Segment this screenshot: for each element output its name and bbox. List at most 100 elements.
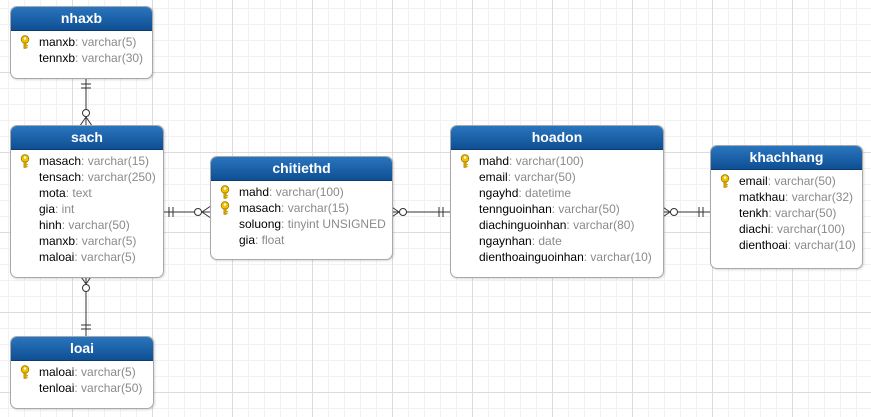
column-name: diachinguoinhan <box>479 218 567 232</box>
entity-title[interactable]: nhaxb <box>11 7 152 31</box>
column-type: : date <box>531 234 562 248</box>
column-row[interactable]: soluong: tinyint UNSIGNED <box>211 216 392 232</box>
column-name: tenloai <box>39 381 75 395</box>
column-row[interactable]: mahd: varchar(100) <box>211 184 392 200</box>
column-type: : varchar(100) <box>770 222 846 236</box>
primary-key-icon <box>218 201 232 215</box>
primary-key-icon <box>18 365 32 379</box>
column-row[interactable]: diachinguoinhan: varchar(80) <box>451 217 663 233</box>
entity-title[interactable]: hoadon <box>451 126 663 150</box>
column-row[interactable]: tennguoinhan: varchar(50) <box>451 201 663 217</box>
primary-key-icon <box>18 154 32 168</box>
column-type: : varchar(80) <box>566 218 635 232</box>
column-list: masach: varchar(15)tensach: varchar(250)… <box>11 150 163 269</box>
column-type: : text <box>65 186 92 200</box>
column-type: : varchar(5) <box>75 35 137 49</box>
column-row[interactable]: tenloai: varchar(50) <box>11 380 153 396</box>
column-row[interactable]: tenkh: varchar(50) <box>711 205 862 221</box>
column-type: : varchar(100) <box>269 185 344 199</box>
column-name: maloai <box>39 365 75 379</box>
column-list: maloai: varchar(5)tenloai: varchar(50) <box>11 361 153 400</box>
column-row[interactable]: ngayhd: datetime <box>451 185 663 201</box>
column-type: : varchar(50) <box>61 218 130 232</box>
entity-title[interactable]: sach <box>11 126 163 150</box>
primary-key-icon <box>218 185 232 199</box>
column-type: : varchar(15) <box>81 154 150 168</box>
column-name: masach <box>39 154 82 168</box>
column-name: ngayhd <box>479 186 519 200</box>
column-name: tenkh <box>739 206 769 220</box>
column-row[interactable]: manxb: varchar(5) <box>11 34 152 50</box>
entity-title[interactable]: chitiethd <box>211 157 392 181</box>
column-list: mahd: varchar(100)masach: varchar(15)sol… <box>211 181 392 252</box>
column-row[interactable]: maloai: varchar(5) <box>11 249 163 265</box>
column-type: : int <box>55 202 75 216</box>
column-type: : tinyint UNSIGNED <box>281 217 386 231</box>
column-row[interactable]: hinh: varchar(50) <box>11 217 163 233</box>
column-name: hinh <box>39 218 62 232</box>
entity-title[interactable]: khachhang <box>711 146 862 170</box>
relationship-line <box>80 77 92 126</box>
column-type: : varchar(10) <box>583 250 652 264</box>
column-type: : varchar(32) <box>785 190 854 204</box>
column-type: : float <box>255 233 285 247</box>
column-list: mahd: varchar(100)email: varchar(50)ngay… <box>451 150 663 269</box>
column-name: manxb <box>39 234 76 248</box>
column-row[interactable]: tennxb: varchar(30) <box>11 50 152 66</box>
column-name: email <box>479 170 508 184</box>
column-row[interactable]: ngaynhan: date <box>451 233 663 249</box>
relationship-line <box>80 275 92 336</box>
column-row[interactable]: email: varchar(50) <box>711 173 862 189</box>
column-name: gia <box>239 233 256 247</box>
column-name: dienthoainguoinhan <box>479 250 584 264</box>
column-row[interactable]: maloai: varchar(5) <box>11 364 153 380</box>
column-type: : varchar(250) <box>81 170 156 184</box>
column-type: : varchar(5) <box>75 234 137 248</box>
column-row[interactable]: gia: int <box>11 201 163 217</box>
column-type: : varchar(5) <box>74 365 136 379</box>
column-row[interactable]: tensach: varchar(250) <box>11 169 163 185</box>
column-row[interactable]: masach: varchar(15) <box>211 200 392 216</box>
column-name: matkhau <box>739 190 786 204</box>
column-name: tennguoinhan <box>479 202 552 216</box>
column-type: : varchar(30) <box>75 51 144 65</box>
relationship-line <box>390 206 450 218</box>
column-row[interactable]: dienthoai: varchar(10) <box>711 237 862 253</box>
relationship-line <box>661 206 710 218</box>
column-row[interactable]: gia: float <box>211 232 392 248</box>
column-type: : varchar(5) <box>74 250 136 264</box>
primary-key-icon <box>458 154 472 168</box>
column-name: tensach <box>39 170 82 184</box>
column-name: soluong <box>239 217 282 231</box>
column-type: : varchar(50) <box>767 174 836 188</box>
column-row[interactable]: dienthoainguoinhan: varchar(10) <box>451 249 663 265</box>
column-row[interactable]: manxb: varchar(5) <box>11 233 163 249</box>
column-row[interactable]: mahd: varchar(100) <box>451 153 663 169</box>
column-row[interactable]: masach: varchar(15) <box>11 153 163 169</box>
column-row[interactable]: diachi: varchar(100) <box>711 221 862 237</box>
column-name: manxb <box>39 35 76 49</box>
column-name: tennxb <box>39 51 76 65</box>
column-name: mahd <box>239 185 270 199</box>
column-name: maloai <box>39 250 75 264</box>
column-name: diachi <box>739 222 771 236</box>
column-row[interactable]: mota: text <box>11 185 163 201</box>
column-name: masach <box>239 201 282 215</box>
entity-title[interactable]: loai <box>11 337 153 361</box>
column-row[interactable]: matkhau: varchar(32) <box>711 189 862 205</box>
column-name: dienthoai <box>739 238 788 252</box>
column-list: manxb: varchar(5)tennxb: varchar(30) <box>11 31 152 70</box>
column-row[interactable]: email: varchar(50) <box>451 169 663 185</box>
column-name: email <box>739 174 768 188</box>
column-name: ngaynhan <box>479 234 532 248</box>
primary-key-icon <box>718 174 732 188</box>
column-name: gia <box>39 202 56 216</box>
column-list: email: varchar(50)matkhau: varchar(32)te… <box>711 170 862 257</box>
